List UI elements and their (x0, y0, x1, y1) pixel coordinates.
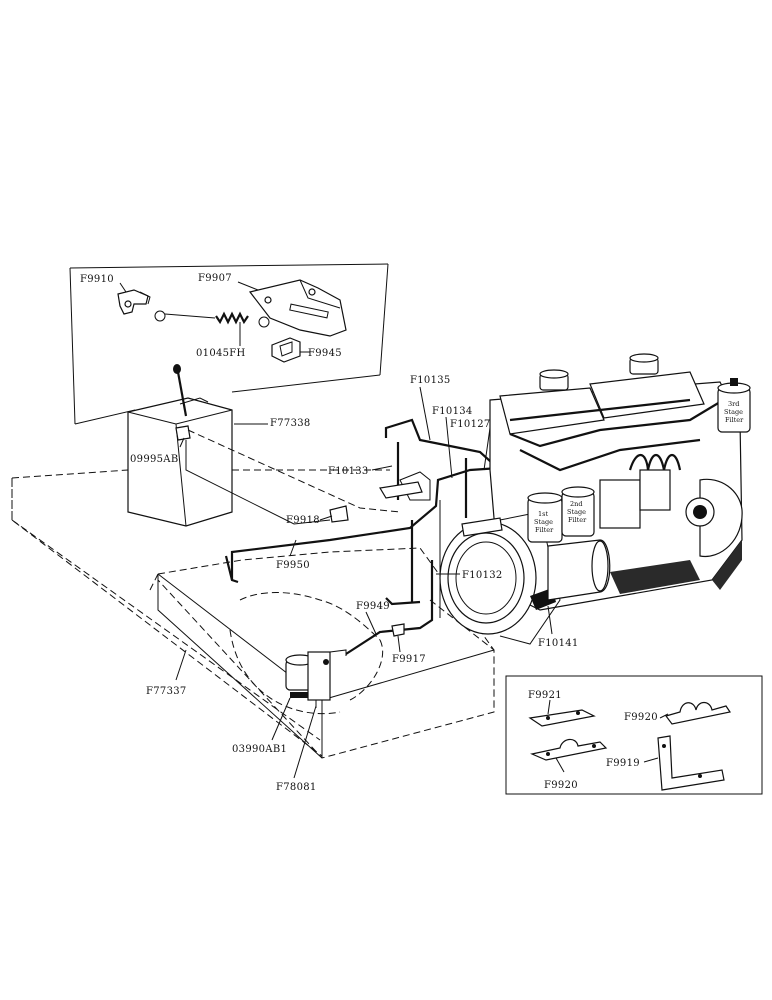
label-f77338: F77338 (270, 418, 311, 429)
label-f9950: F9950 (276, 560, 310, 571)
sediment-bowl-part (285, 649, 347, 708)
label-f9945: F9945 (308, 348, 342, 359)
label-09995ab: 09995AB (130, 454, 178, 465)
label-f9907: F9907 (198, 273, 232, 284)
label-f9919: F9919 (606, 758, 640, 769)
label-f78081: F78081 (276, 782, 317, 793)
floor-outline-dashed (11, 469, 495, 757)
filter-2-line1: 2nd (570, 500, 582, 508)
fuel-lines (185, 418, 541, 655)
filter-1-line3: Filter (535, 526, 554, 534)
label-f9910: F9910 (80, 274, 114, 285)
filter-3-line1: 3rd (728, 400, 739, 408)
label-f10133: F10133 (328, 466, 369, 477)
label-f10141: F10141 (538, 638, 579, 649)
filter-3-line3: Filter (725, 416, 744, 424)
label-f9917: F9917 (392, 654, 426, 665)
label-f10127: F10127 (450, 419, 491, 430)
label-f9949: F9949 (356, 601, 390, 612)
filter-1-line2: Stage (534, 518, 553, 526)
filter-1-line1: 1st (538, 510, 548, 518)
hardware-inset-box (505, 675, 763, 795)
bracket-f9945-part (271, 337, 301, 363)
plate-f9907-part (248, 279, 347, 337)
clip-f9921-part (528, 709, 596, 727)
bracket-f9919-part (657, 735, 725, 791)
detail-inset-box (69, 263, 389, 425)
label-f10134: F10134 (432, 406, 473, 417)
bracket-f9910-part (117, 289, 151, 315)
label-f9920-upper: F9920 (624, 712, 658, 723)
label-f9921: F9921 (528, 690, 562, 701)
spring-01045fh-part (154, 310, 270, 328)
label-f9920-lower: F9920 (544, 780, 578, 791)
leader-lines (119, 281, 669, 779)
label-03990ab1: 03990AB1 (232, 744, 287, 755)
label-f77337: F77337 (146, 686, 187, 697)
filter-3-line2: Stage (724, 408, 743, 416)
label-f9918: F9918 (286, 515, 320, 526)
filter-2-line2: Stage (567, 508, 586, 516)
clip-f9920-lower-part (530, 738, 608, 761)
label-f10132: F10132 (462, 570, 503, 581)
engine-part (379, 353, 751, 645)
filter-2-line3: Filter (568, 516, 587, 524)
label-01045fh: 01045FH (196, 348, 246, 359)
clip-f9920-upper-part (664, 701, 731, 725)
label-f10135: F10135 (410, 375, 451, 386)
tank-f77338-part (127, 364, 233, 527)
